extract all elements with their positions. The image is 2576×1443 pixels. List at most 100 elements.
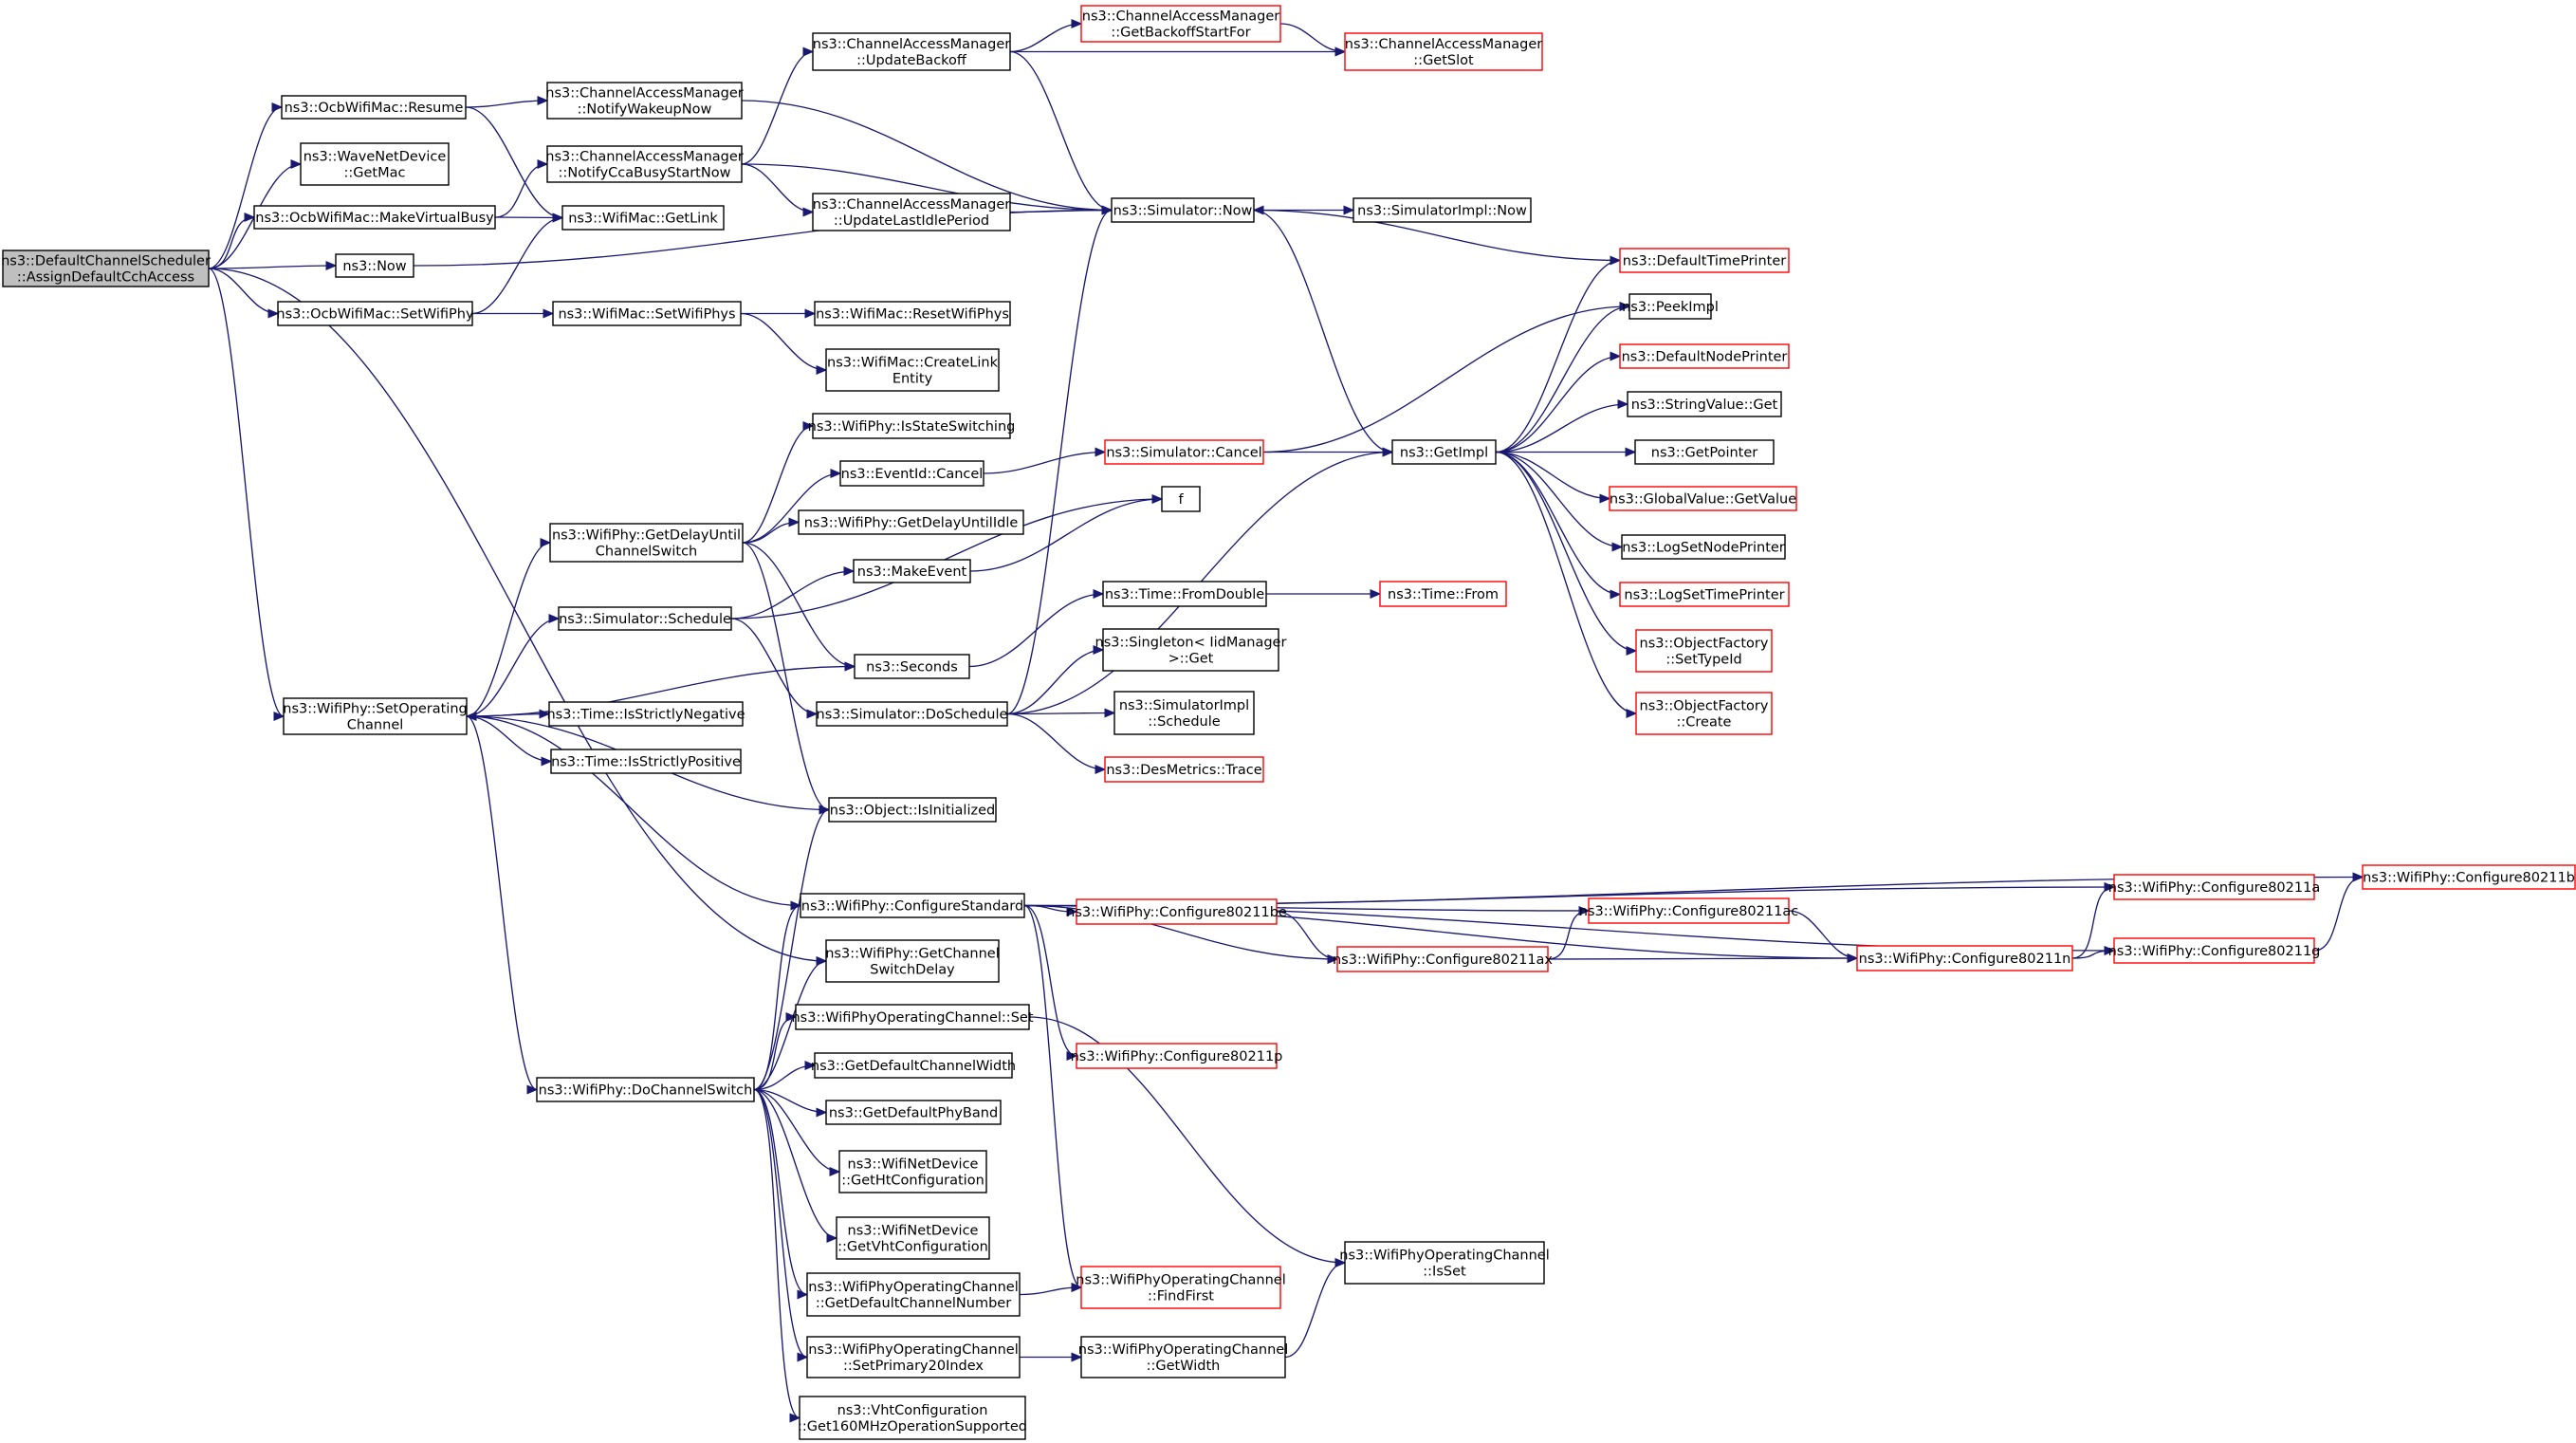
node-box[interactable] [283,697,468,735]
node-n61[interactable]: ns3::WifiPhyOperatingChannel::FindFirst [1076,1266,1286,1309]
node-n31[interactable]: ns3::WifiPhy::IsStateSwitching [808,413,1016,439]
node-n2[interactable]: ns3::WaveNetDevice::GetMac [300,142,450,186]
node-n12[interactable]: ns3::ChannelAccessManager::UpdateLastIdl… [812,193,1011,231]
node-n21[interactable]: ns3::DefaultNodePrinter [1619,343,1790,369]
node-n57[interactable]: ns3::WifiPhyOperatingChannel::SetPrimary… [806,1336,1021,1378]
node-n55[interactable]: ns3::WifiNetDevice::GetVhtConfiguration [836,1216,990,1260]
node-box[interactable] [1076,898,1278,925]
node-n60[interactable]: ns3::WifiPhy::Configure80211p [1071,1043,1283,1069]
node-box[interactable] [825,1100,1002,1125]
node-box[interactable] [799,1396,1026,1440]
node-box[interactable] [812,413,1011,439]
node-n66[interactable]: ns3::WifiPhy::Configure80211n [1856,945,2073,971]
node-n9[interactable]: ns3::WifiMac::GetLink [561,205,725,231]
node-n5[interactable]: ns3::OcbWifiMac::SetWifiPhy [276,301,474,326]
node-box[interactable] [561,205,725,231]
node-box[interactable] [536,1077,755,1102]
node-n15[interactable]: ns3::Simulator::Now [1111,197,1255,223]
node-box[interactable] [853,559,971,583]
node-box[interactable] [552,301,742,326]
node-box[interactable] [1336,946,1549,972]
node-box[interactable] [816,701,1008,727]
node-n51[interactable]: ns3::WifiPhy::DoChannelSwitch [536,1077,755,1102]
node-n27[interactable]: ns3::ObjectFactory::SetTypeId [1635,629,1773,673]
node-box[interactable] [1628,293,1712,320]
node-box[interactable] [1391,439,1497,465]
node-n10[interactable]: ns3::WifiMac::SetWifiPhys [552,301,742,326]
node-box[interactable] [550,749,742,774]
node-box[interactable] [558,606,732,631]
node-n47[interactable]: ns3::Object::IsInitialized [828,797,997,823]
node-n63[interactable]: ns3::WifiPhyOperatingChannel::IsSet [1339,1241,1550,1285]
node-box[interactable] [1076,1043,1278,1069]
node-n35[interactable]: ns3::MakeEvent [853,559,971,583]
node-box[interactable] [1619,343,1790,369]
node-box[interactable] [1619,248,1790,273]
node-box[interactable] [800,893,1025,918]
node-box[interactable] [2,250,210,287]
node-box[interactable] [839,460,984,487]
node-n37[interactable]: ns3::Simulator::Schedule [558,606,732,631]
node-n39[interactable]: ns3::Time::FromDouble [1102,581,1267,607]
node-n0[interactable]: ns3::DefaultChannelScheduler::AssignDefa… [1,250,211,287]
node-box[interactable] [812,32,1011,71]
node-box[interactable] [1344,1241,1545,1285]
node-box[interactable] [1609,486,1797,511]
node-box[interactable] [2113,874,2315,900]
node-box[interactable] [1111,197,1255,223]
node-box[interactable] [549,523,744,563]
node-box[interactable] [854,654,970,679]
node-n62[interactable]: ns3::WifiPhyOperatingChannel::GetWidth [1078,1336,1288,1378]
node-box[interactable] [1635,692,1773,735]
node-n64[interactable]: ns3::WifiPhy::Configure80211ac [1579,897,1798,924]
node-box[interactable] [798,509,1024,535]
node-box[interactable] [281,95,467,120]
node-n53[interactable]: ns3::GetDefaultPhyBand [825,1100,1002,1125]
node-box[interactable] [825,348,1000,392]
node-n43[interactable]: ns3::SimulatorImpl::Schedule [1113,691,1255,735]
node-n56[interactable]: ns3::WifiPhyOperatingChannel::GetDefault… [806,1272,1021,1317]
node-box[interactable] [814,301,1011,326]
node-n17[interactable]: ns3::WifiMac::ResetWifiPhys [814,301,1011,326]
node-box[interactable] [277,301,473,326]
node-box[interactable] [1588,897,1790,924]
node-n8[interactable]: ns3::ChannelAccessManager::NotifyCcaBusy… [545,145,744,183]
node-box[interactable] [253,205,496,230]
node-n52[interactable]: ns3::GetDefaultChannelWidth [811,1052,1016,1079]
node-n14[interactable]: ns3::ChannelAccessManager::GetSlot [1344,32,1543,71]
node-box[interactable] [300,142,450,186]
node-n30[interactable]: ns3::Simulator::Cancel [1104,439,1264,465]
node-n29[interactable]: ns3::GetImpl [1391,439,1497,465]
node-box[interactable] [1102,628,1279,672]
node-n42[interactable]: ns3::Simulator::DoSchedule [816,701,1008,727]
node-n59[interactable]: ns3::WifiPhy::Configure80211be [1066,898,1287,925]
node-n69[interactable]: ns3::WifiPhy::Configure80211b [2362,864,2576,890]
node-n13[interactable]: ns3::ChannelAccessManager::GetBackoffSta… [1080,5,1281,43]
node-box[interactable] [1113,691,1255,735]
node-box[interactable] [838,1150,987,1193]
node-n24[interactable]: ns3::GlobalValue::GetValue [1609,486,1797,511]
node-box[interactable] [546,145,743,183]
node-n26[interactable]: ns3::LogSetTimePrinter [1619,582,1790,607]
node-box[interactable] [1080,5,1281,43]
node-box[interactable] [1634,439,1775,465]
node-box[interactable] [1104,439,1264,465]
node-box[interactable] [546,82,743,120]
node-box[interactable] [806,1272,1021,1317]
node-box[interactable] [2362,864,2576,890]
node-n46[interactable]: ns3::Time::IsStrictlyPositive [550,749,742,774]
node-n40[interactable]: ns3::Time::From [1379,581,1507,607]
node-box[interactable] [1619,582,1790,607]
node-n25[interactable]: ns3::LogSetNodePrinter [1621,534,1786,560]
node-n65[interactable]: ns3::WifiPhy::Configure80211ax [1333,946,1553,972]
node-box[interactable] [2113,937,2315,964]
node-box[interactable] [1161,486,1201,512]
node-n19[interactable]: ns3::DefaultTimePrinter [1619,248,1790,273]
node-n48[interactable]: ns3::WifiPhy::ConfigureStandard [800,893,1025,918]
node-box[interactable] [335,253,414,278]
node-box[interactable] [836,1216,990,1260]
node-n68[interactable]: ns3::WifiPhy::Configure80211g [2108,937,2321,964]
node-n1[interactable]: ns3::OcbWifiMac::Resume [281,95,467,120]
